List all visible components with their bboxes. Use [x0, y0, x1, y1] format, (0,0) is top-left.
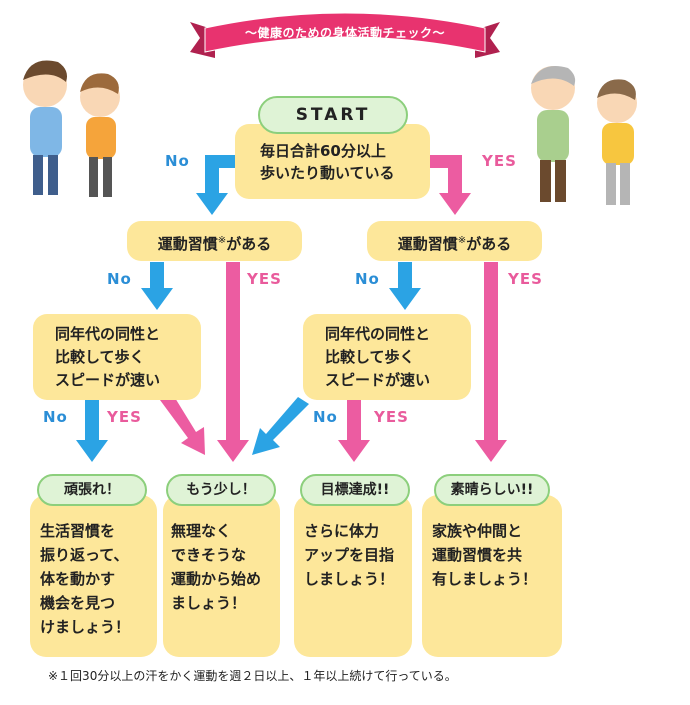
- habit-text: 運動習慣: [157, 235, 218, 253]
- question-habit-left: 運動習慣※がある: [127, 221, 302, 261]
- question-line: 同年代の同性と: [55, 325, 161, 343]
- result-title-ganbare: 頑張れ！: [37, 474, 147, 506]
- young-couple-illustration: [23, 60, 120, 197]
- result-line: 機会を見つ: [40, 594, 116, 612]
- ribbon-banner: [204, 12, 486, 53]
- result-title-mou-sukoshi: もう少し！: [166, 474, 276, 506]
- arrow-no-speed-left: [76, 400, 108, 462]
- result-title-mokuhyou-tassei: 目標達成!!: [300, 474, 410, 506]
- question-line: 比較して歩く: [325, 348, 415, 366]
- label-no-habit-left: No: [107, 270, 132, 288]
- habit-asterisk: ※: [457, 235, 467, 246]
- label-yes-speed-left: YES: [107, 408, 142, 426]
- arrow-yes-q1: [430, 155, 471, 215]
- result-box-mou-sukoshi: 無理なく できそうな 運動から始め ましょう！: [163, 495, 280, 657]
- habit-text: 運動習慣: [397, 235, 458, 253]
- label-no-q1: No: [165, 152, 190, 170]
- habit-suffix: がある: [466, 235, 512, 253]
- result-line: 振り返って、: [40, 546, 129, 564]
- result-box-ganbare: 生活習慣を 振り返って、 体を動かす 機会を見つ けましょう！: [30, 495, 157, 657]
- result-line: けましょう！: [40, 618, 131, 636]
- label-no-speed-right: No: [313, 408, 338, 426]
- arrow-no-habit-right: [389, 262, 421, 310]
- result-line: 運動から始め: [171, 570, 262, 588]
- arrow-yes-speed-left: [160, 393, 205, 455]
- arrow-yes-habit-right: [475, 262, 507, 462]
- footnote: ※１回30分以上の汗をかく運動を週２日以上、１年以上続けて行っている。: [48, 669, 457, 683]
- arrow-no-habit-left: [141, 262, 173, 310]
- result-box-mokuhyou-tassei: さらに体力 アップを目指 しましょう！: [294, 495, 412, 657]
- result-line: できそうな: [171, 546, 247, 564]
- result-title-subarashii: 素晴らしい!!: [434, 474, 550, 506]
- result-line: さらに体力: [304, 522, 380, 540]
- question-speed-left: 同年代の同性と 比較して歩く スピードが速い: [33, 314, 201, 400]
- label-yes-habit-left: YES: [247, 270, 282, 288]
- result-line: 体を動かす: [40, 570, 116, 588]
- label-yes-habit-right: YES: [508, 270, 543, 288]
- result-box-subarashii: 家族や仲間と 運動習慣を共 有しましょう！: [422, 495, 562, 657]
- result-line: 有しましょう！: [432, 570, 538, 588]
- question-line: 歩いたり動いている: [260, 164, 395, 182]
- result-line: ましょう！: [171, 594, 247, 612]
- result-line: 生活習慣を: [40, 522, 116, 540]
- question-line: 毎日合計60分以上: [260, 142, 386, 160]
- label-no-speed-left: No: [43, 408, 68, 426]
- question-habit-right: 運動習慣※がある: [367, 221, 542, 261]
- habit-suffix: がある: [226, 235, 272, 253]
- result-line: 運動習慣を共: [432, 546, 523, 564]
- question-line: 同年代の同性と: [325, 325, 431, 343]
- question-speed-right: 同年代の同性と 比較して歩く スピードが速い: [303, 314, 471, 400]
- habit-asterisk: ※: [217, 235, 227, 246]
- question-line: スピードが速い: [55, 371, 161, 389]
- label-yes-q1: YES: [482, 152, 517, 170]
- ribbon-title: 〜健康のための身体活動チェック〜: [244, 26, 445, 40]
- label-no-habit-right: No: [355, 270, 380, 288]
- question-daily-activity: 毎日合計60分以上 歩いたり動いている: [235, 124, 430, 199]
- result-line: 家族や仲間と: [432, 522, 523, 540]
- no-arrows: [76, 155, 421, 462]
- label-yes-speed-right: YES: [374, 408, 409, 426]
- arrow-yes-speed-right: [338, 400, 370, 462]
- result-line: 無理なく: [171, 522, 232, 540]
- start-pill: START: [258, 96, 408, 134]
- arrow-yes-habit-left: [217, 262, 249, 462]
- question-line: 比較して歩く: [55, 348, 145, 366]
- arrow-no-q1: [196, 155, 238, 215]
- yes-arrows: [160, 155, 507, 462]
- result-line: しましょう！: [304, 570, 395, 588]
- elderly-couple-illustration: [531, 66, 637, 205]
- arrow-no-speed-right: [252, 397, 309, 455]
- question-line: スピードが速い: [325, 371, 431, 389]
- result-line: アップを目指: [304, 546, 395, 564]
